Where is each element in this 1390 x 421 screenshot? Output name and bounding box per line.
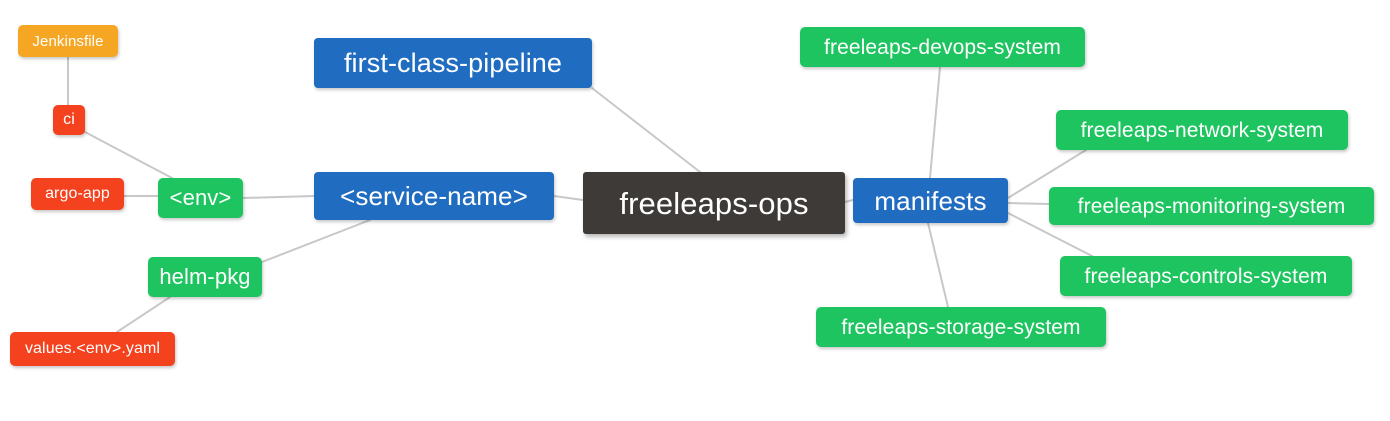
node-manifests[interactable]: manifests bbox=[853, 178, 1008, 223]
node-helm-pkg[interactable]: helm-pkg bbox=[148, 257, 262, 297]
node-ci[interactable]: ci bbox=[53, 105, 85, 135]
edge-manifests-to-freeleaps-storage-system bbox=[927, 222, 949, 308]
edge-ci-to-env bbox=[84, 131, 173, 179]
edge-values-env-yaml-to-helm-pkg bbox=[116, 296, 171, 333]
node-freeleaps-controls-system[interactable]: freeleaps-controls-system bbox=[1060, 256, 1352, 296]
node-freeleaps-storage-system[interactable]: freeleaps-storage-system bbox=[816, 307, 1106, 347]
node-jenkinsfile[interactable]: Jenkinsfile bbox=[18, 25, 118, 57]
node-service-name[interactable]: <service-name> bbox=[314, 172, 554, 220]
node-freeleaps-monitoring-system[interactable]: freeleaps-monitoring-system bbox=[1049, 187, 1374, 225]
edge-env-to-service-name bbox=[242, 195, 315, 199]
node-freeleaps-devops-system[interactable]: freeleaps-devops-system bbox=[800, 27, 1085, 67]
edge-manifests-to-freeleaps-devops-system bbox=[929, 66, 941, 179]
node-argo-app[interactable]: argo-app bbox=[31, 178, 124, 210]
node-values-env-yaml[interactable]: values.<env>.yaml bbox=[10, 332, 175, 366]
node-freeleaps-network-system[interactable]: freeleaps-network-system bbox=[1056, 110, 1348, 150]
edge-freeleaps-ops-to-manifests bbox=[844, 199, 854, 203]
node-env[interactable]: <env> bbox=[158, 178, 243, 218]
edge-first-class-pipeline-to-freeleaps-ops bbox=[591, 87, 701, 173]
node-freeleaps-ops[interactable]: freeleaps-ops bbox=[583, 172, 845, 234]
node-first-class-pipeline[interactable]: first-class-pipeline bbox=[314, 38, 592, 88]
edge-manifests-to-freeleaps-monitoring-system bbox=[1007, 202, 1050, 205]
edge-helm-pkg-to-service-name bbox=[261, 219, 371, 263]
edge-service-name-to-freeleaps-ops bbox=[553, 195, 584, 201]
